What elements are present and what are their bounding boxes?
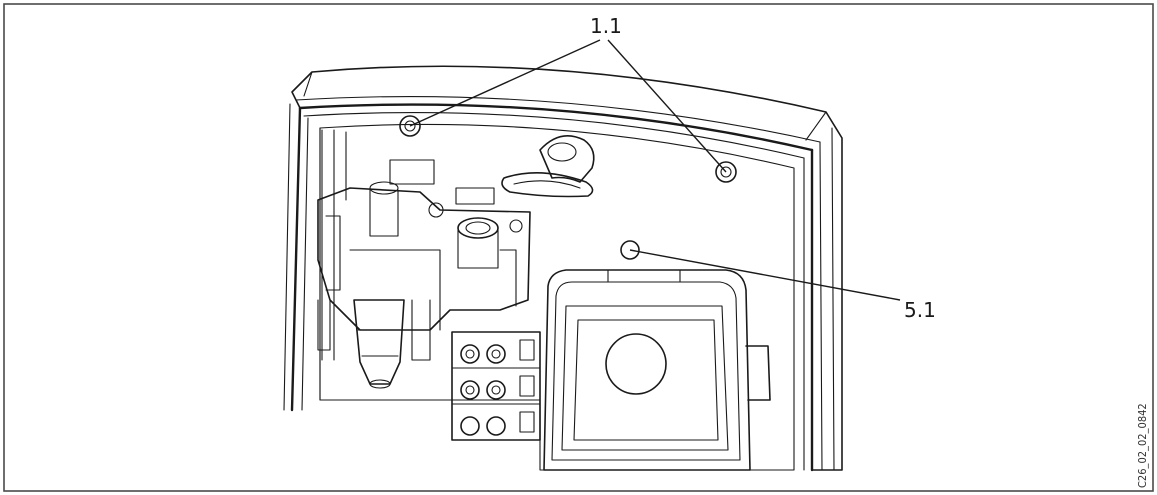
figure-frame — [3, 3, 1154, 492]
mounting-hole-right — [715, 161, 737, 183]
electronics-cover — [543, 269, 771, 471]
mounting-hole-left — [399, 115, 421, 137]
housing-shell — [283, 65, 843, 472]
callout-5-1: 5.1 — [904, 298, 936, 322]
figure-id: C26_02_02_0842 — [1136, 403, 1149, 488]
hole-5-1 — [620, 240, 640, 260]
callout-1-1: 1.1 — [590, 14, 622, 38]
leader-lines — [409, 39, 901, 301]
terminal-block — [451, 331, 541, 441]
top-clip — [501, 134, 595, 198]
heating-block — [317, 159, 531, 389]
cable-channel — [321, 129, 347, 361]
